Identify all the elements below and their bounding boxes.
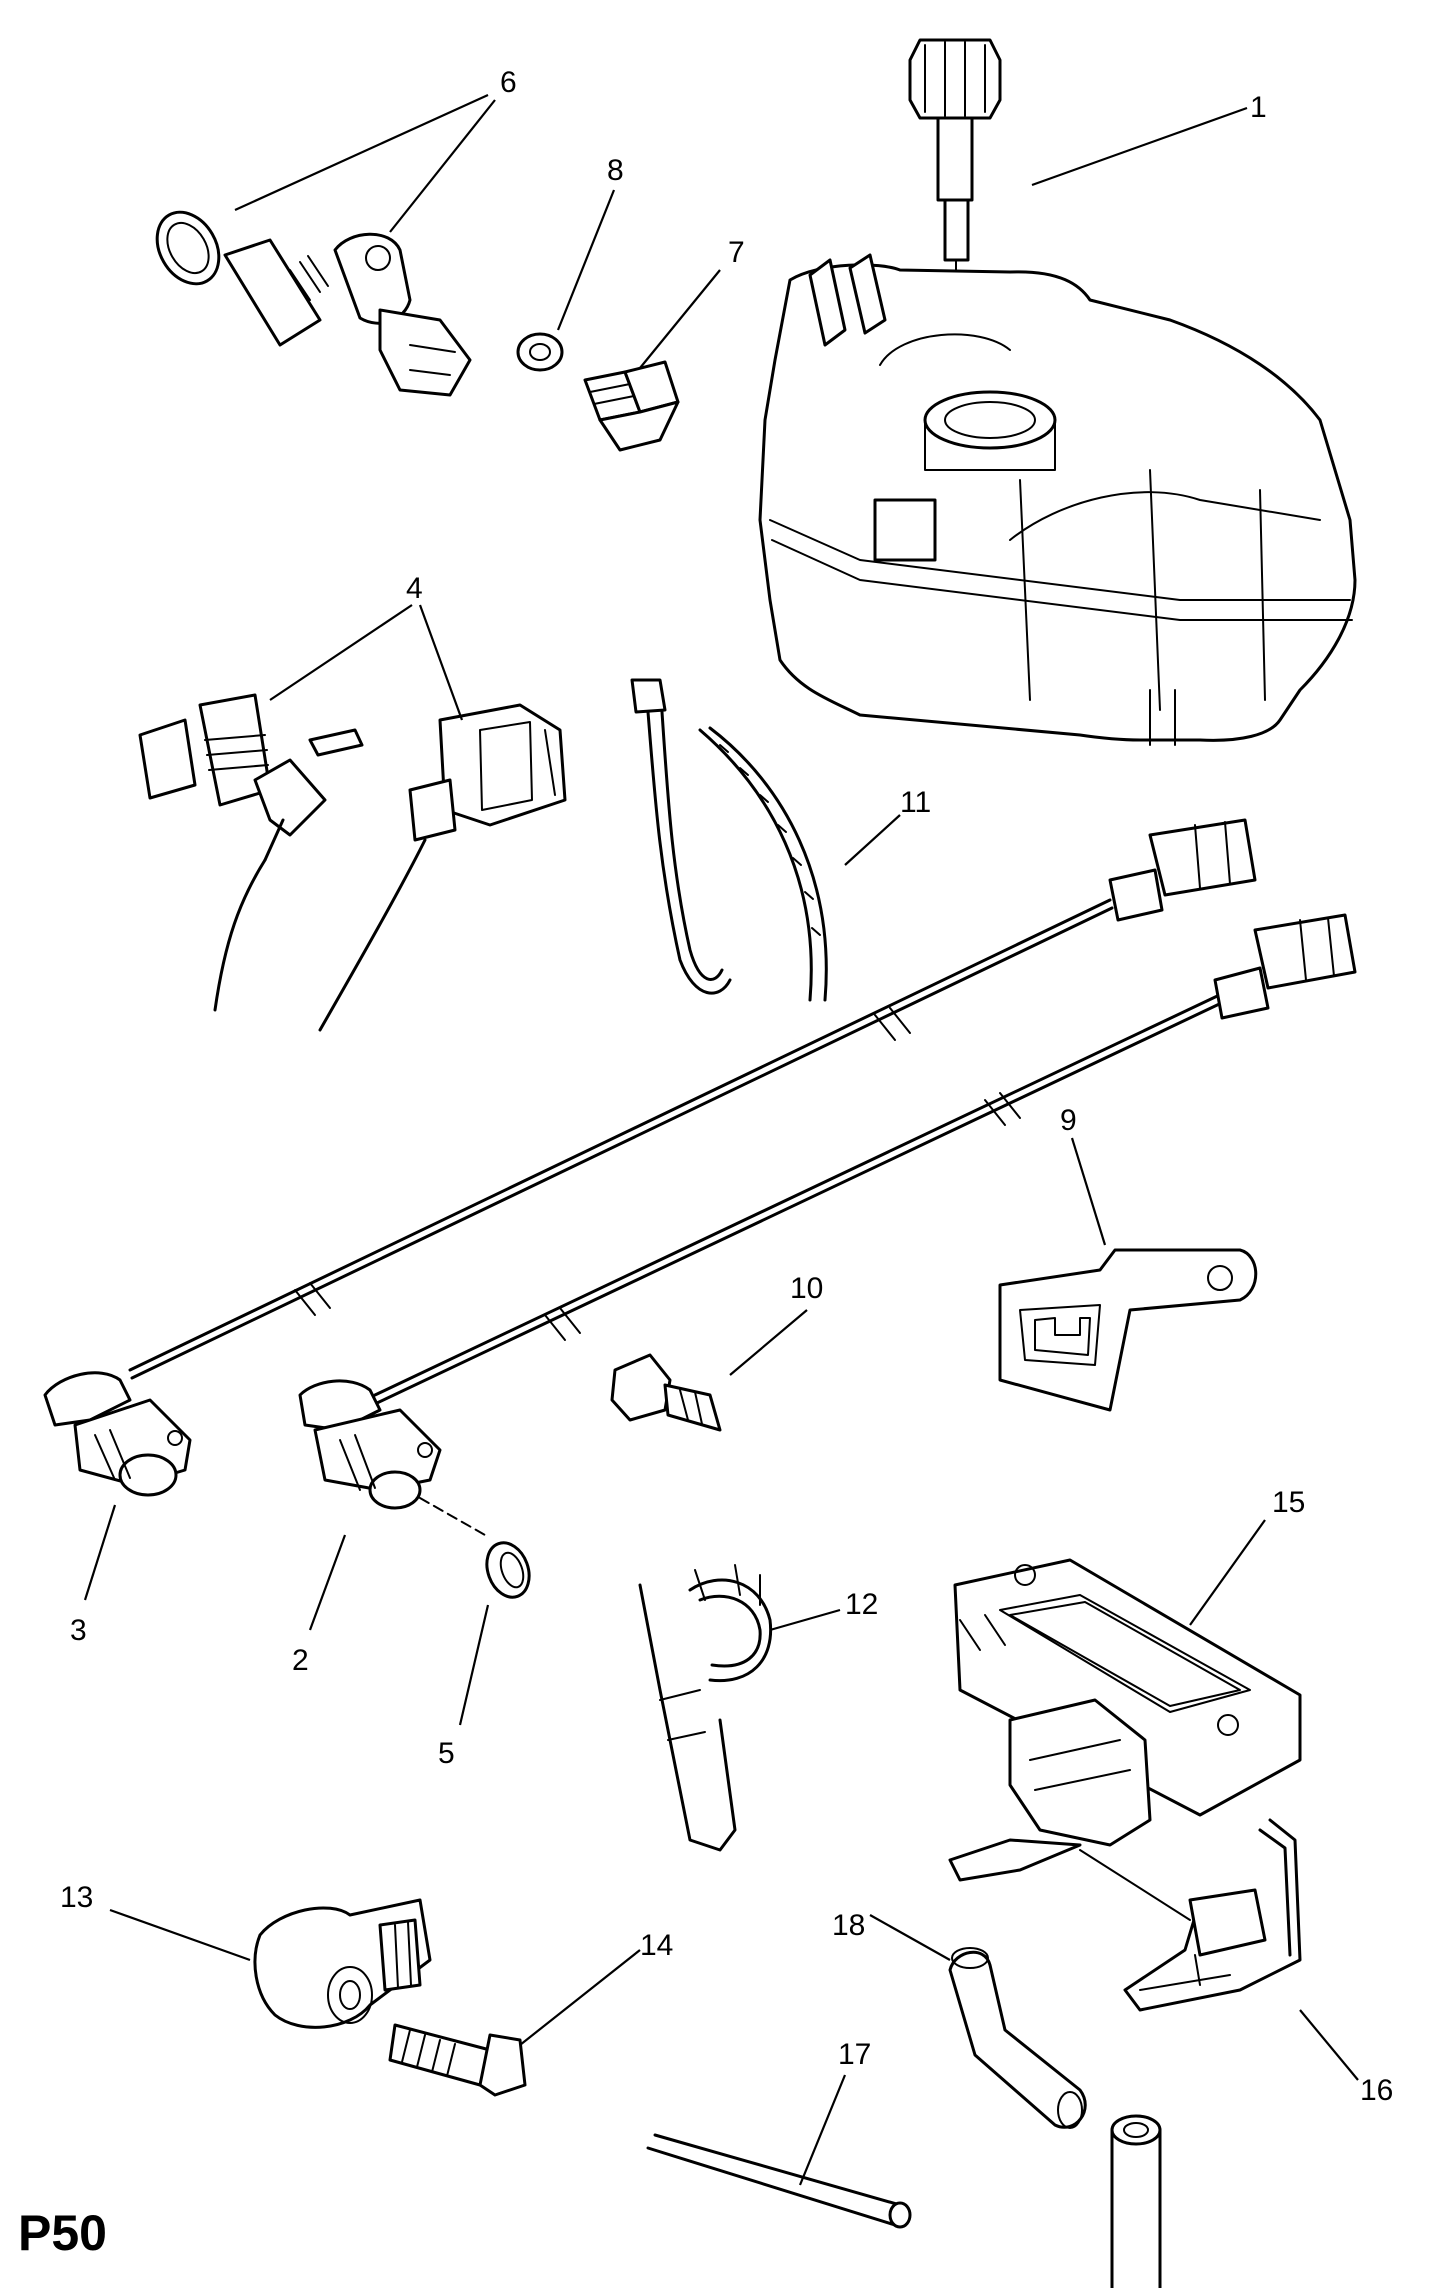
part-8-washer <box>516 332 564 372</box>
callout-11: 11 <box>900 786 931 819</box>
part-14-bolt <box>388 2023 527 2097</box>
callout-17: 17 <box>838 2038 871 2071</box>
callout-9: 9 <box>1060 1104 1077 1137</box>
callout-15: 15 <box>1272 1486 1305 1519</box>
callout-18: 18 <box>832 1909 865 1942</box>
callout-14: 14 <box>640 1929 673 1962</box>
part-16-mounting-bracket <box>948 1818 1302 2012</box>
leader-lines <box>83 93 1359 2186</box>
callout-16: 16 <box>1360 2074 1393 2107</box>
part-9-bracket <box>998 1248 1258 1412</box>
part-17-rod <box>646 2133 912 2229</box>
callout-1: 1 <box>1250 91 1267 124</box>
callout-7: 7 <box>728 236 745 269</box>
part-11-cable-tie <box>630 678 828 1002</box>
part-18-hose-elbow <box>948 1947 1087 2129</box>
part-12-clip <box>638 1564 773 1852</box>
part-3-sensor-cable <box>43 818 1257 1497</box>
sheet-code: P50 <box>18 2205 107 2261</box>
part-13-knock-sensor <box>253 1898 432 2029</box>
callout-2: 2 <box>292 1644 309 1677</box>
part-10-bolt <box>610 1353 722 1432</box>
part-5-ring <box>485 1541 531 1599</box>
callout-5: 5 <box>438 1737 455 1770</box>
expansion-tank <box>758 253 1357 746</box>
callout-13: 13 <box>60 1881 93 1914</box>
part-4-sensor <box>138 693 567 1032</box>
part-6-sensor-oring <box>155 210 472 397</box>
part-7-bolt <box>583 360 680 452</box>
callout-12: 12 <box>845 1588 878 1621</box>
callout-4: 4 <box>406 572 423 605</box>
callout-8: 8 <box>607 154 624 187</box>
part-2-sensor-cable <box>298 913 1357 1536</box>
callout-10: 10 <box>790 1272 823 1305</box>
callout-6: 6 <box>500 66 517 99</box>
callout-labels: 1 6 8 7 4 11 9 10 3 2 5 12 15 13 14 18 1… <box>60 66 1393 2107</box>
vertical-tube <box>1110 2114 1162 2288</box>
callout-3: 3 <box>70 1614 87 1647</box>
part-15-control-module <box>953 1558 1302 1847</box>
